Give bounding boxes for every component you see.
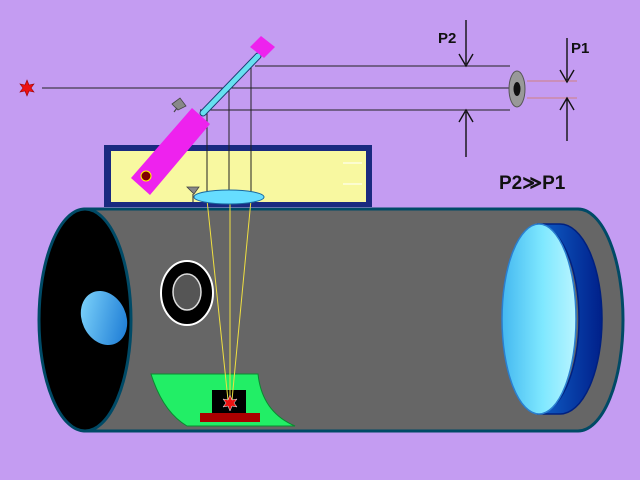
p1-arrow-down-head	[559, 69, 575, 84]
relation-label: P2≫P1	[499, 173, 566, 194]
arm-cap	[250, 36, 275, 58]
port-inner	[172, 273, 202, 311]
ray-left	[206, 199, 229, 401]
eyepiece-lens	[80, 290, 128, 346]
tilted-rod-fill	[200, 53, 261, 116]
arm-pivot	[140, 170, 152, 182]
sensor-base	[200, 413, 260, 422]
p1-arrow-up-head	[559, 96, 575, 111]
objective-lens	[501, 223, 577, 415]
p2-arrow-up-head	[458, 108, 474, 123]
p2-label: P2	[438, 30, 456, 47]
field-lens	[193, 189, 265, 205]
source-star-icon	[222, 394, 238, 412]
arm-lamp-stem	[173, 107, 178, 113]
eye-pupil	[513, 82, 521, 96]
arm-lamp-icon	[171, 97, 187, 111]
ray-right	[231, 199, 252, 401]
p2-arrow-down-head	[458, 53, 474, 68]
star-icon	[19, 79, 35, 97]
p1-label: P1	[571, 40, 589, 57]
lamp-icon	[186, 186, 200, 195]
